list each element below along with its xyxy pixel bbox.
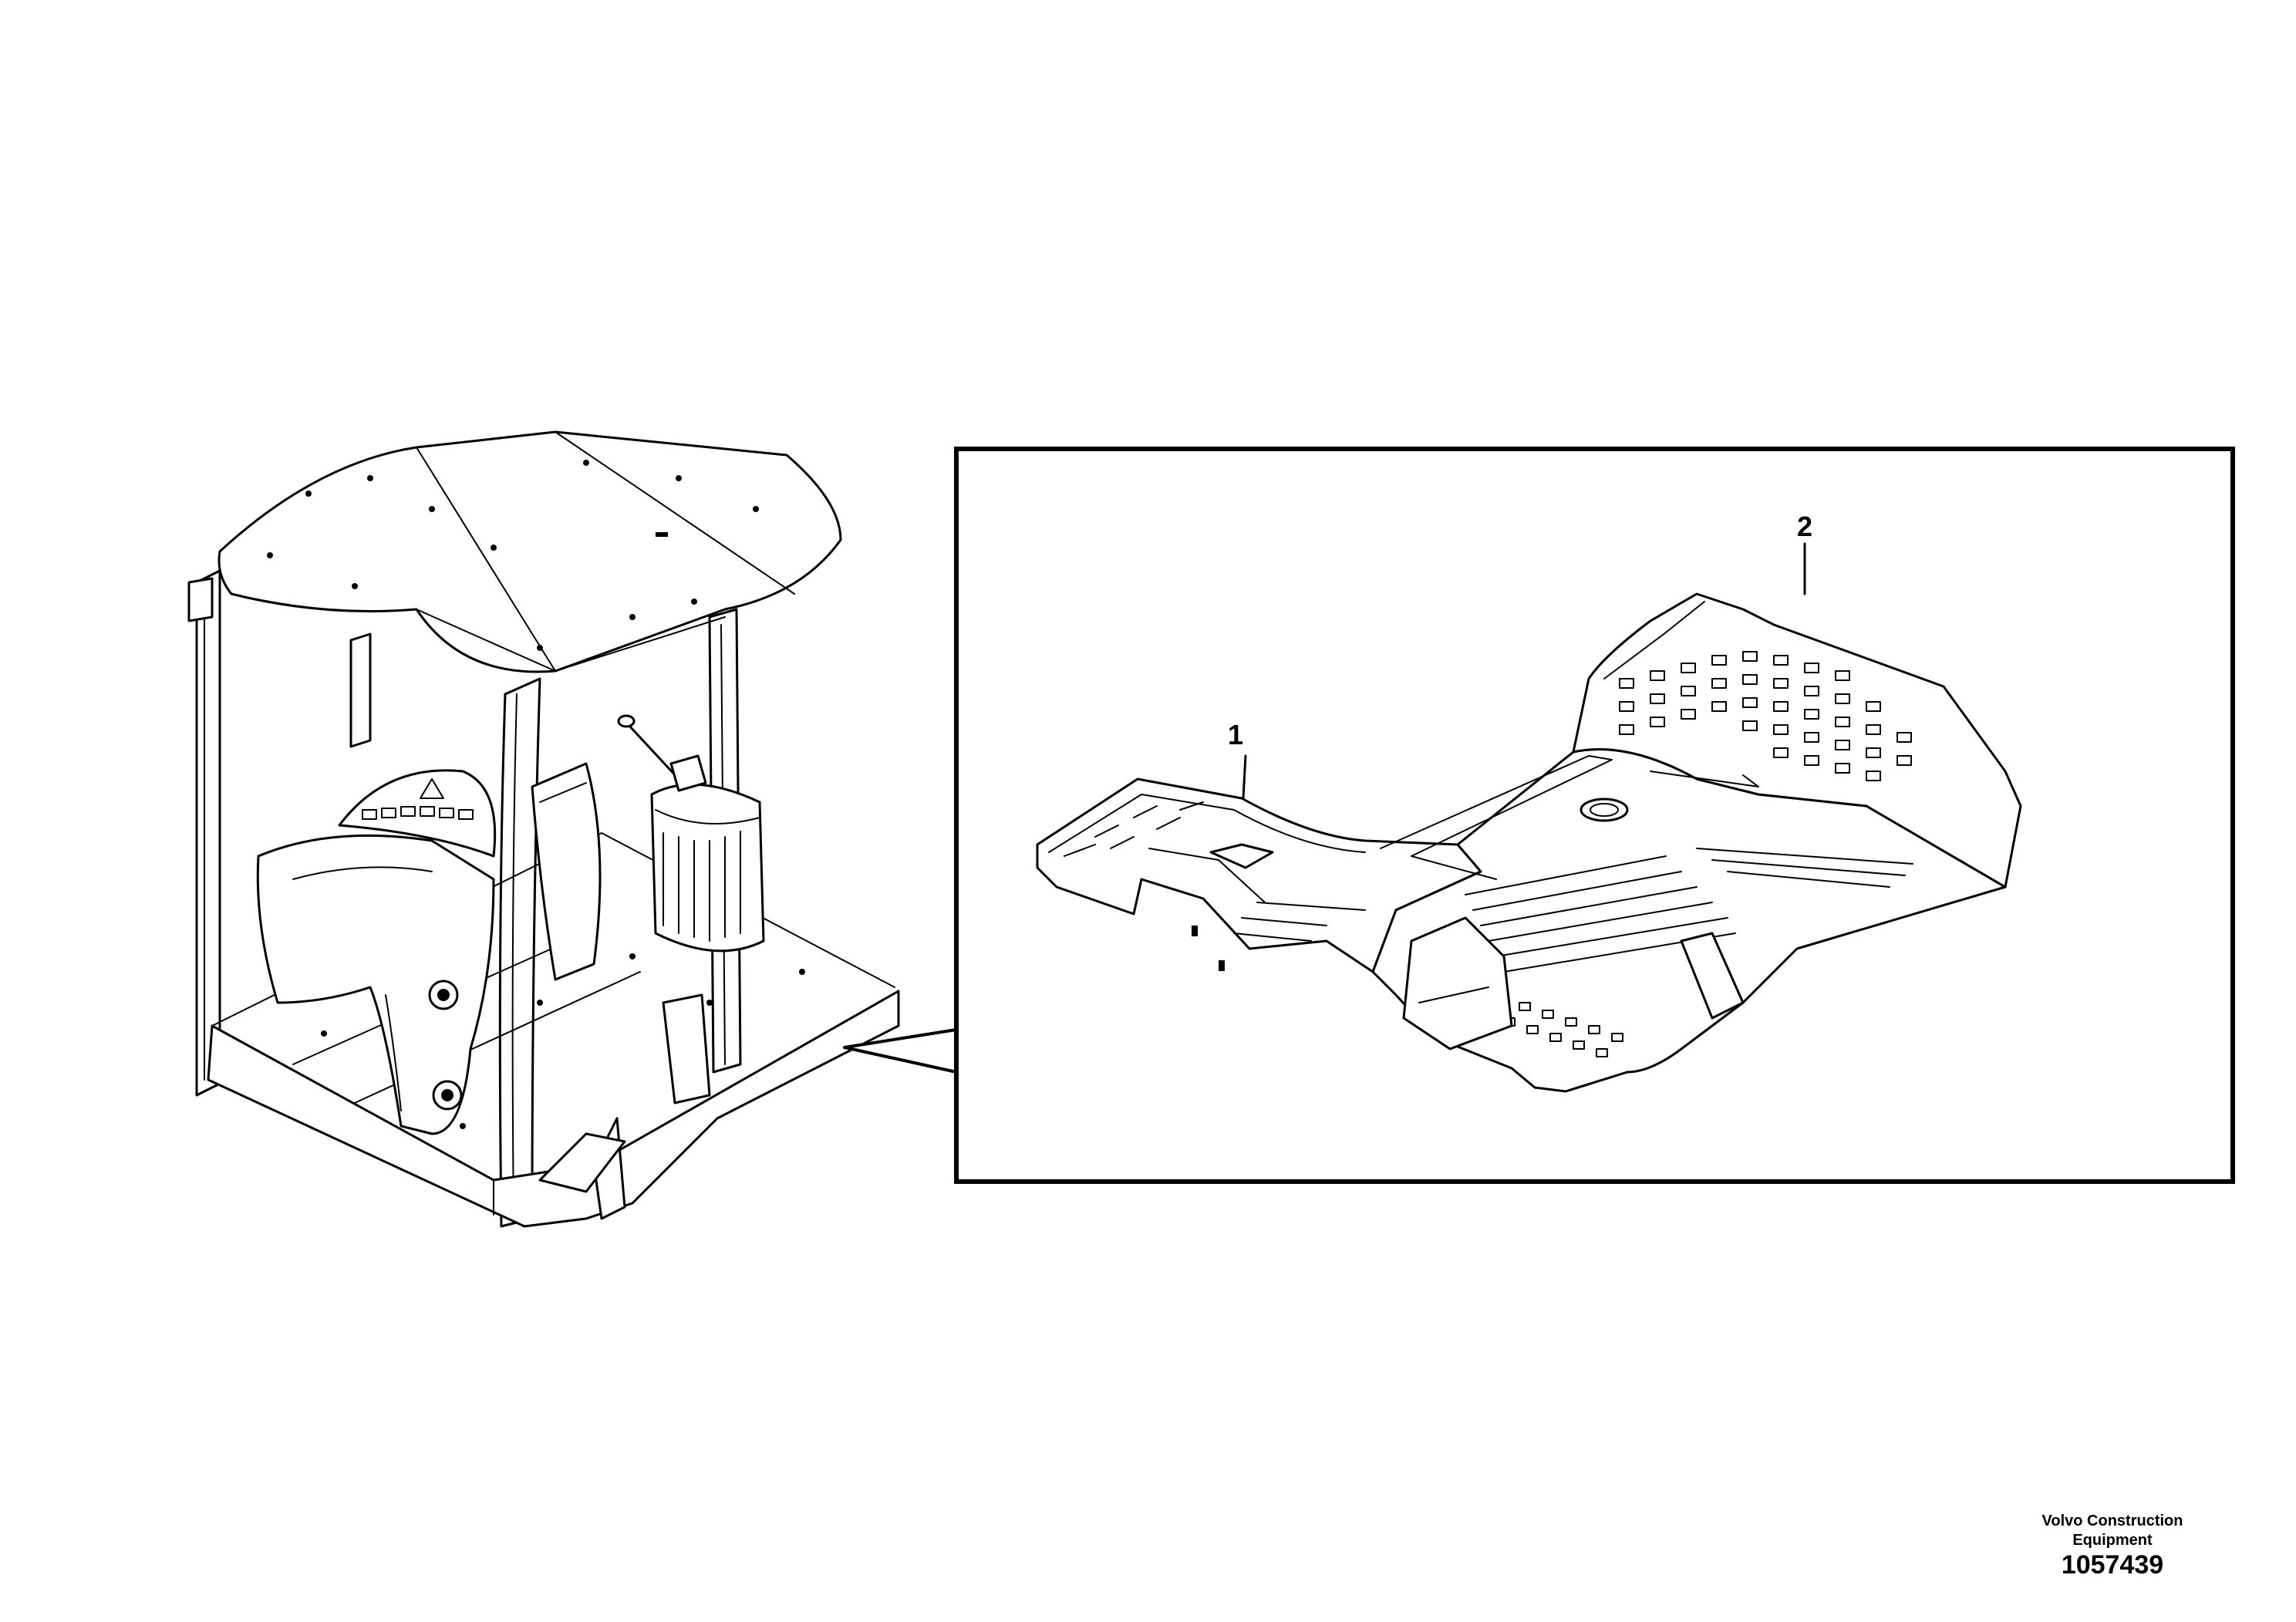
mat-rib-pattern-rear [1619,651,1912,781]
cab-roof [217,430,842,673]
floor-mat-front [1036,777,1482,973]
joystick-control [617,714,765,953]
manufacturer-label: Volvo Construction Equipment [1997,1512,2228,1550]
mat-rib-pattern-floor [1465,848,1913,1057]
manufacturer-line-2: Equipment [2072,1532,2153,1549]
cab-assembly [187,430,900,1228]
manufacturer-line-1: Volvo Construction [2041,1512,2183,1529]
front-bracket [538,993,711,1220]
callout-label-1: 1 [1228,719,1243,750]
steering-console [256,769,497,1135]
document-number: 1057439 [2061,1550,2164,1580]
callout-label-2: 2 [1797,511,1812,542]
seat-box [531,762,602,981]
callout-2: 2 [1797,511,1812,595]
floor-mat-assembly [1036,592,2022,1093]
floor-mat-main [1371,592,2022,1093]
callout-1: 1 [1228,719,1247,800]
